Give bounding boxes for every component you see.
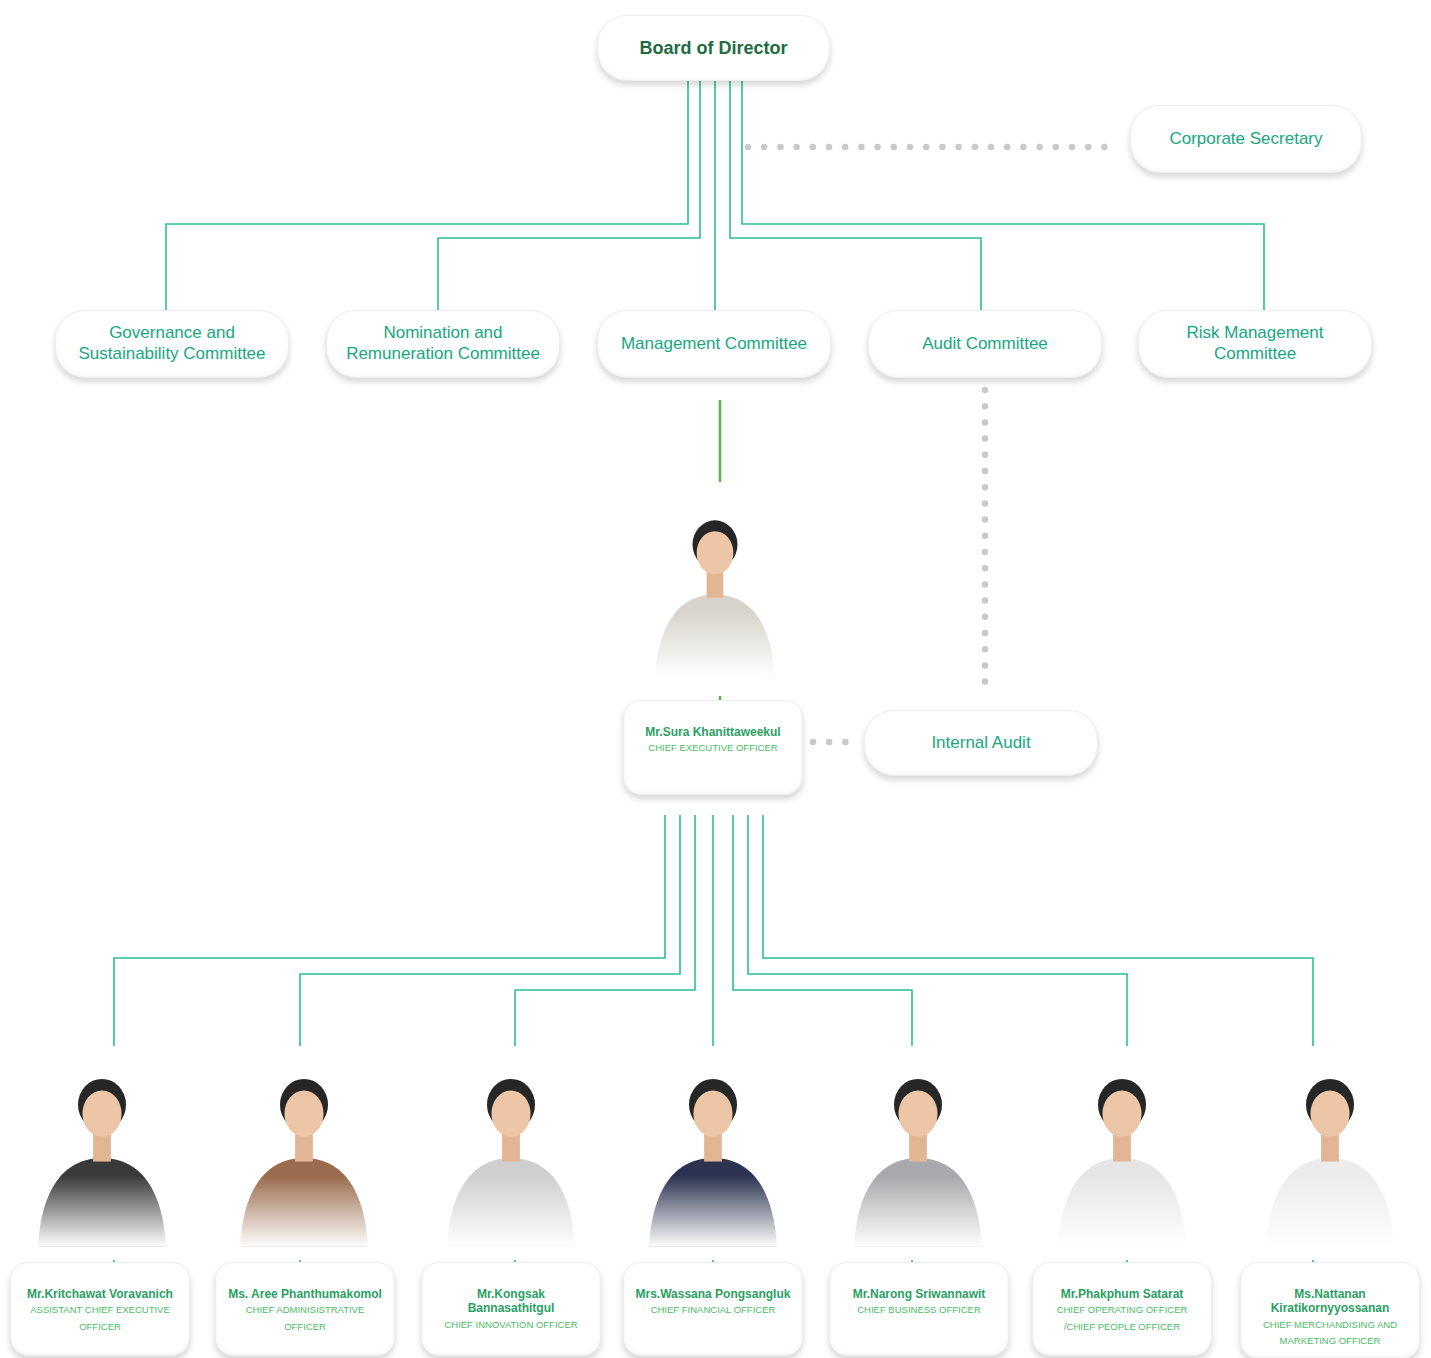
job-title: CHIEF ADMINISISTRATIVE OFFICER bbox=[226, 1302, 384, 1335]
executive-box: Mr.Kritchawat VoravanichASSISTANT CHIEF … bbox=[10, 1262, 190, 1356]
person-name: Ms.Nattanan Kiratikornyyossanan bbox=[1251, 1287, 1409, 1316]
reporting-line bbox=[730, 81, 981, 310]
dotted-connector bbox=[813, 739, 856, 746]
executive-box: Mr.Kongsak BannasathitgulCHIEF INNOVATIO… bbox=[421, 1262, 601, 1356]
executive-box: Mrs.Wassana PongsanglukCHIEF FINANCIAL O… bbox=[623, 1262, 803, 1356]
committee-box: Management Committee bbox=[597, 310, 831, 378]
audit-unit-box: Internal Audit bbox=[864, 710, 1098, 776]
person-name: Mr.Sura Khanittaweekul bbox=[645, 725, 780, 739]
job-title: CHIEF FINANCIAL OFFICER bbox=[651, 1302, 776, 1319]
box-label: Nomination and Remuneration Committee bbox=[339, 323, 547, 364]
committee-box: Audit Committee bbox=[868, 310, 1102, 378]
box-label: Internal Audit bbox=[931, 733, 1030, 754]
reporting-line bbox=[438, 81, 700, 310]
person-name: Mr.Kongsak Bannasathitgul bbox=[432, 1287, 590, 1316]
person-name: Mr.Kritchawat Voravanich bbox=[27, 1287, 173, 1301]
secretary-box: Corporate Secretary bbox=[1130, 105, 1362, 173]
box-label: Board of Director bbox=[639, 38, 787, 59]
committee-box: Risk Management Committee bbox=[1138, 310, 1372, 378]
box-label: Audit Committee bbox=[922, 334, 1048, 355]
reporting-line bbox=[114, 815, 665, 1262]
box-label: Risk Management Committee bbox=[1151, 323, 1359, 364]
job-title: CHIEF INNOVATION OFFICER bbox=[444, 1317, 577, 1334]
board-box: Board of Director bbox=[597, 15, 830, 81]
executive-box: Mr.Narong SriwannawitCHIEF BUSINESS OFFI… bbox=[829, 1262, 1009, 1356]
executive-box: Mr.Phakphum SataratCHIEF OPERATING OFFIC… bbox=[1032, 1262, 1212, 1356]
job-title: CHIEF OPERATING OFFICER /CHIEF PEOPLE OF… bbox=[1043, 1302, 1201, 1335]
person-name: Mrs.Wassana Pongsangluk bbox=[636, 1287, 791, 1301]
committee-box: Governance and Sustainability Committee bbox=[55, 310, 289, 378]
ceo-box: Mr.Sura KhanittaweekulCHIEF EXECUTIVE OF… bbox=[623, 700, 803, 795]
person-name: Ms. Aree Phanthumakomol bbox=[228, 1287, 382, 1301]
job-title: CHIEF BUSINESS OFFICER bbox=[857, 1302, 981, 1319]
job-title: ASSISTANT CHIEF EXECUTIVE OFFICER bbox=[21, 1302, 179, 1335]
committee-box: Nomination and Remuneration Committee bbox=[326, 310, 560, 378]
box-label: Management Committee bbox=[621, 334, 807, 355]
job-title: CHIEF EXECUTIVE OFFICER bbox=[648, 740, 777, 757]
reporting-line bbox=[714, 81, 716, 310]
dotted-connector bbox=[982, 390, 989, 696]
reporting-line bbox=[166, 81, 688, 310]
person-name: Mr.Narong Sriwannawit bbox=[853, 1287, 986, 1301]
executive-box: Ms. Aree PhanthumakomolCHIEF ADMINISISTR… bbox=[215, 1262, 395, 1356]
box-label: Corporate Secretary bbox=[1169, 129, 1322, 150]
box-label: Governance and Sustainability Committee bbox=[68, 323, 276, 364]
reporting-line bbox=[763, 815, 1313, 1262]
dotted-connector bbox=[748, 144, 1120, 151]
job-title: CHIEF MERCHANDISING AND MARKETING OFFICE… bbox=[1251, 1317, 1409, 1350]
executive-portraits bbox=[22, 1046, 1410, 1260]
person-name: Mr.Phakphum Satarat bbox=[1061, 1287, 1184, 1301]
ceo-portrait bbox=[635, 482, 795, 696]
executive-box: Ms.Nattanan KiratikornyyossananCHIEF MER… bbox=[1240, 1262, 1420, 1358]
